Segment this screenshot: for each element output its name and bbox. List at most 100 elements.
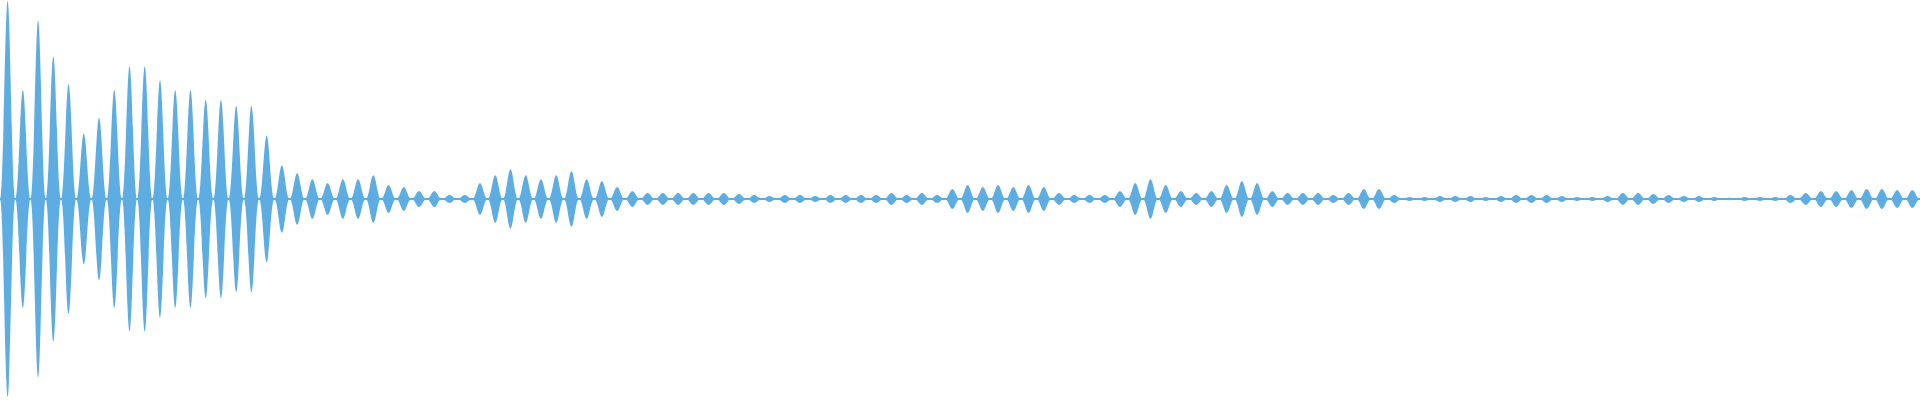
waveform-lobe <box>472 183 488 215</box>
waveform-lobe <box>944 189 960 209</box>
waveform-lobe <box>213 100 229 298</box>
waveform-lobe <box>243 105 260 293</box>
waveform-lobe <box>1081 195 1098 203</box>
waveform-lobe <box>1142 179 1159 219</box>
waveform-lobe <box>1219 185 1235 213</box>
waveform-lobe <box>1173 191 1189 207</box>
waveform-lobe <box>1417 197 1433 201</box>
waveform-lobe <box>457 195 473 203</box>
waveform-lobe <box>1539 195 1555 203</box>
waveform-lobe <box>1569 197 1585 201</box>
waveform-lobe <box>1249 183 1265 215</box>
waveform-lobe <box>350 179 366 219</box>
waveform-lobe <box>1859 189 1875 209</box>
waveform-lobe <box>1767 197 1783 201</box>
waveform-lobe <box>121 66 138 332</box>
waveform-lobe <box>1493 196 1509 202</box>
waveform-lobe <box>426 191 442 207</box>
waveform-lobe <box>228 105 244 293</box>
waveform-lobe <box>1889 190 1905 208</box>
waveform-lobe <box>548 175 564 223</box>
waveform-lobe <box>1386 195 1402 203</box>
waveform-lobe <box>320 183 336 215</box>
waveform-lobe <box>1828 191 1844 207</box>
waveform-lobe <box>502 169 519 229</box>
waveform-lobe <box>45 56 61 342</box>
waveform-lobe <box>1234 181 1250 217</box>
waveform-lobe <box>487 175 503 223</box>
waveform-lobe <box>1264 191 1280 207</box>
waveform-lobe <box>609 187 625 211</box>
waveform-lobe <box>1904 190 1920 208</box>
waveform-lobe <box>975 187 991 211</box>
waveform-lobe <box>259 135 275 263</box>
waveform-lobe <box>685 193 701 205</box>
waveform-lobe <box>1036 187 1052 211</box>
waveform-lobe <box>1752 197 1768 201</box>
waveform-lobe <box>883 193 900 205</box>
waveform-lobe <box>396 187 412 211</box>
waveform-lobe <box>670 193 686 205</box>
waveform-lobe <box>1478 197 1494 201</box>
waveform-lobe <box>1508 195 1524 203</box>
waveform-lobe <box>1112 191 1128 207</box>
waveform-lobe <box>807 196 823 202</box>
waveform-lobe <box>441 195 458 203</box>
waveform-lobe <box>274 165 290 233</box>
waveform-lobe <box>411 191 427 207</box>
waveform-lobe <box>182 90 199 308</box>
waveform-lobe <box>1401 197 1418 201</box>
waveform-lobe <box>1447 196 1463 202</box>
waveform-lobe <box>579 179 595 219</box>
waveform-lobe <box>914 193 930 205</box>
waveform-lobe <box>777 195 793 203</box>
waveform-lobe <box>640 193 656 205</box>
waveform-lobe <box>1600 196 1616 202</box>
waveform-lobe <box>1782 195 1799 203</box>
waveform-lobe <box>1127 183 1143 215</box>
waveform-lobe <box>1660 195 1677 203</box>
waveform-lobe <box>1798 193 1814 205</box>
waveform-lobe <box>198 100 214 298</box>
waveform-lobe <box>1554 196 1570 202</box>
waveform-lobe <box>960 185 976 213</box>
waveform-lobe <box>761 196 778 202</box>
waveform-lobe <box>899 195 915 203</box>
waveform-lobe <box>1340 193 1357 205</box>
waveform-lobe <box>1462 196 1479 202</box>
waveform-lobe <box>700 193 717 205</box>
waveform-lobe <box>380 185 397 213</box>
waveform-lobe <box>792 195 808 203</box>
waveform-lobe <box>1523 195 1540 203</box>
waveform-lobe <box>1005 187 1021 211</box>
waveform-lobe <box>1066 195 1082 203</box>
waveform-lobe <box>853 195 869 203</box>
waveform-lobe <box>1721 197 1738 201</box>
waveform-lobe <box>1630 193 1646 205</box>
waveform-lobe <box>152 80 168 318</box>
waveform-lobe <box>1020 185 1037 213</box>
waveform-lobe <box>1051 193 1067 205</box>
waveform-lobe <box>1310 193 1326 205</box>
waveform-lobe <box>1280 193 1296 205</box>
waveform-lobe <box>518 175 534 223</box>
waveform-lobe <box>929 195 945 203</box>
waveform-lobe <box>822 195 839 203</box>
waveform-lobe <box>624 191 640 207</box>
waveform-lobe <box>990 185 1006 213</box>
waveform-lobe <box>1737 197 1753 201</box>
waveform-lobe <box>1203 191 1220 207</box>
waveform-lobe <box>533 179 549 219</box>
waveform-lobe <box>365 175 381 223</box>
waveform-lobe <box>716 193 732 205</box>
waveform-lobe <box>1188 193 1204 205</box>
waveform-lobe <box>1843 190 1860 208</box>
waveform-lobe <box>137 66 153 332</box>
waveform-lobe <box>838 195 854 203</box>
waveform-lobe <box>731 194 747 204</box>
waveform-lobe <box>1691 196 1707 202</box>
waveform-lobe <box>60 84 77 314</box>
waveform-lobe <box>1645 194 1661 204</box>
